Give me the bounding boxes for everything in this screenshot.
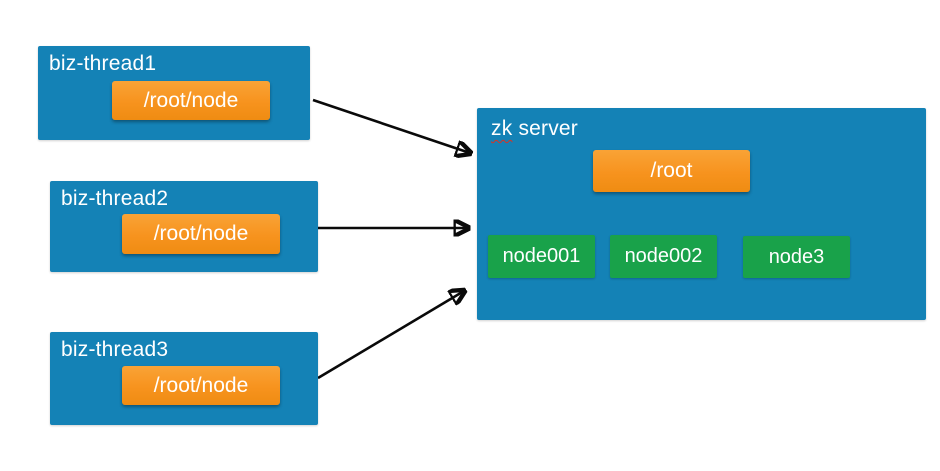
zk-server-title: zk server	[491, 117, 578, 141]
biz-thread1-box: biz-thread1 /root/node	[38, 46, 310, 140]
biz-thread3-title: biz-thread3	[61, 338, 169, 361]
zk-root-pill: /root	[593, 150, 750, 192]
zk-server-title-word-zk: zk	[491, 117, 513, 140]
znode-node002: node002	[610, 235, 717, 278]
zk-server-title-word-server: server	[512, 117, 578, 140]
biz-thread1-title: biz-thread1	[49, 52, 157, 75]
zk-server-box: zk server /root node001 node002 node3	[477, 108, 926, 320]
arrow-thread1-to-zkserver	[312, 98, 470, 153]
znode-node001: node001	[488, 235, 595, 278]
biz-thread2-box: biz-thread2 /root/node	[50, 181, 318, 272]
biz-thread3-root-node-pill: /root/node	[122, 366, 280, 405]
biz-thread2-root-node-pill: /root/node	[122, 214, 280, 254]
arrow-thread3-to-zkserver	[317, 291, 464, 380]
biz-thread1-root-node-pill: /root/node	[112, 81, 270, 120]
biz-thread3-box: biz-thread3 /root/node	[50, 332, 318, 425]
biz-thread2-title: biz-thread2	[61, 187, 169, 210]
znode-node3: node3	[743, 236, 850, 278]
